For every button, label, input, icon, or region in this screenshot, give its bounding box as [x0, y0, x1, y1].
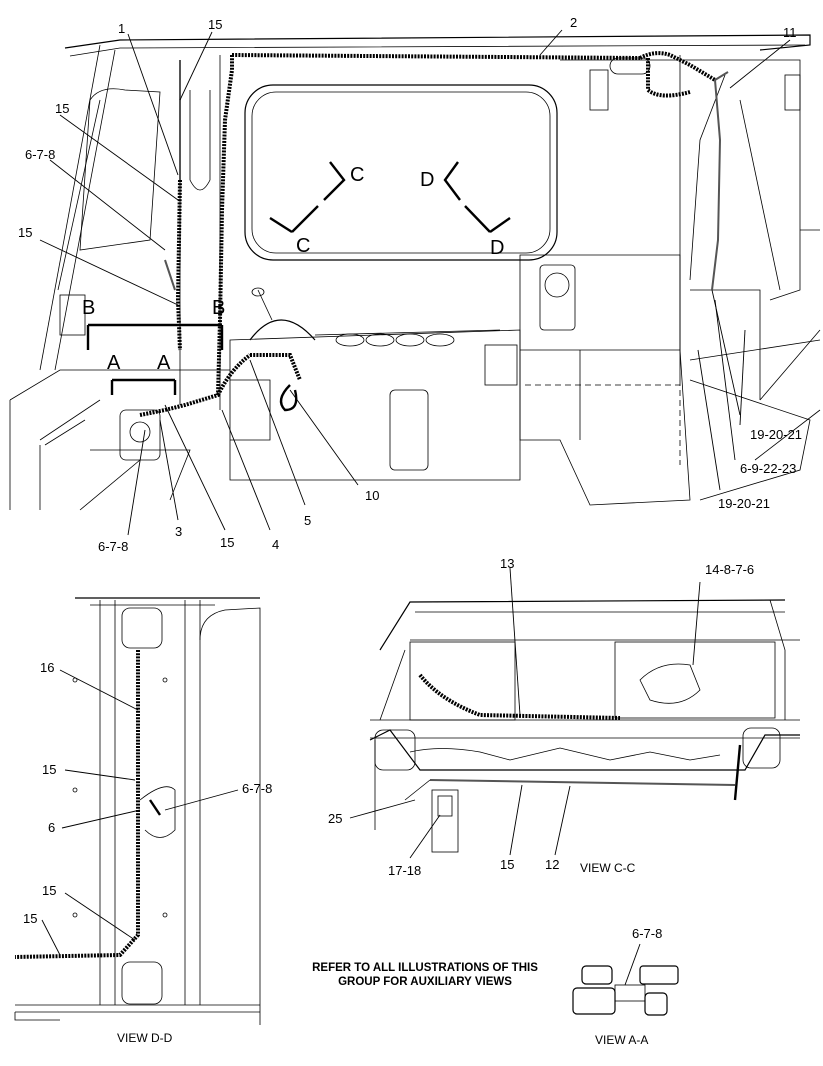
- view-d-d-caption: VIEW D-D: [117, 1031, 173, 1045]
- dd-callout-15-a: 15: [42, 762, 57, 777]
- auxiliary-views-note: REFER TO ALL ILLUSTRATIONS OF THIS GROUP…: [312, 962, 538, 988]
- view-d-d: [14, 597, 261, 1025]
- callout-6-7-8-lower: 6-7-8: [98, 539, 129, 554]
- callout-15-upper-left: 15: [55, 101, 70, 116]
- callout-15-top: 15: [208, 17, 223, 32]
- view-c-c: [349, 567, 800, 859]
- callout-19-20-21-lower: 19-20-21: [718, 496, 771, 511]
- callout-6-9-22-23: 6-9-22-23: [740, 461, 797, 476]
- callout-6-7-8-upper: 6-7-8: [25, 147, 56, 162]
- main-view: [9, 29, 821, 536]
- dd-callout-6-7-8: 6-7-8: [242, 781, 273, 796]
- cc-callout-12: 12: [545, 857, 560, 872]
- dd-callout-15-b: 15: [42, 883, 57, 898]
- cc-callout-15: 15: [500, 857, 515, 872]
- callout-15-lower: 15: [220, 535, 235, 550]
- callout-3: 3: [175, 524, 183, 539]
- callout-2: 2: [570, 15, 578, 30]
- callout-11: 11: [783, 25, 797, 40]
- dd-callout-16: 16: [40, 660, 55, 675]
- view-a-a: [572, 943, 679, 1016]
- dd-callout-6: 6: [48, 820, 56, 835]
- section-b-left: B: [82, 297, 96, 319]
- section-b-right: B: [212, 297, 226, 319]
- cc-callout-14-8-7-6: 14-8-7-6: [705, 562, 755, 577]
- section-a-left: A: [107, 352, 121, 374]
- section-c-lower: C: [296, 235, 311, 257]
- callout-10: 10: [365, 488, 380, 503]
- view-c-c-caption: VIEW C-C: [580, 861, 636, 875]
- cc-callout-13: 13: [500, 556, 515, 571]
- aa-callout-6-7-8: 6-7-8: [632, 926, 663, 941]
- section-a-right: A: [157, 352, 171, 374]
- callout-5: 5: [304, 513, 312, 528]
- callout-15-mid-left: 15: [18, 225, 33, 240]
- cc-callout-25: 25: [328, 811, 343, 826]
- view-a-a-caption: VIEW A-A: [595, 1033, 649, 1047]
- section-c-upper: C: [350, 164, 365, 186]
- callout-1: 1: [118, 21, 126, 36]
- section-d-upper: D: [420, 169, 435, 191]
- callout-19-20-21-right: 19-20-21: [750, 427, 803, 442]
- section-d-lower: D: [490, 237, 505, 259]
- dd-callout-15-c: 15: [23, 911, 38, 926]
- cc-callout-17-18: 17-18: [388, 863, 422, 878]
- callout-4: 4: [272, 537, 280, 552]
